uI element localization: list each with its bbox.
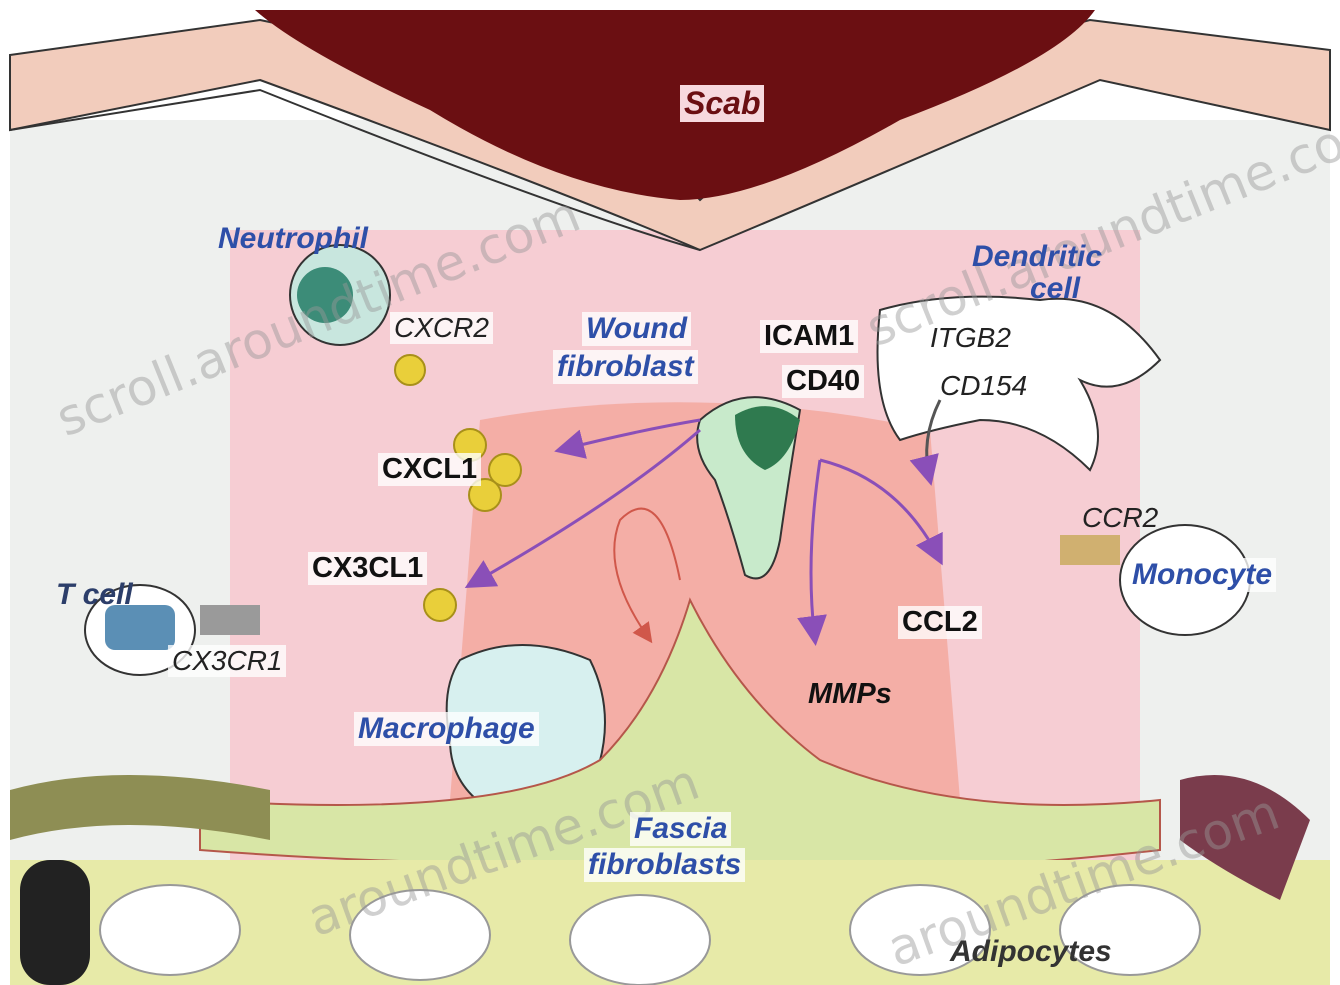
fascia-fibroblasts-label-line1: Fascia [630,812,731,846]
cx3cl1-label: CX3CL1 [308,552,427,585]
fascia-fibroblasts-label-line2: fibroblasts [584,848,745,882]
cd40-label: CD40 [782,365,864,398]
cx3cl1-chemokine [424,589,456,621]
dendritic-cell-label-line2: cell [1030,272,1080,306]
cx3cr1-receptor [200,605,260,635]
neutrophil-label: Neutrophil [218,222,368,256]
t-cell-label: T cell [56,578,133,612]
monocyte-label: Monocyte [1128,558,1276,592]
adipocyte-1 [100,885,240,975]
icam1-label: ICAM1 [760,320,858,353]
ccl2-label: CCL2 [898,606,982,639]
ccr2-label: CCR2 [1082,502,1158,534]
adipocytes-label: Adipocytes [950,935,1112,969]
cxcr2-chemokine [395,355,425,385]
scab-label: Scab [680,85,764,122]
mmps-label: MMPs [808,678,892,711]
left-vessel-lumen [20,860,90,985]
cxcl1-label: CXCL1 [378,453,481,486]
adipocyte-3 [570,895,710,985]
itgb2-label: ITGB2 [930,322,1011,354]
cxcr2-label: CXCR2 [390,312,493,344]
wound-fibroblast-label-line1: Wound [582,312,691,346]
cx3cr1-label: CX3CR1 [168,645,286,677]
dendritic-cell-label-line1: Dendritic [972,240,1102,274]
wound-fibroblast-label-line2: fibroblast [553,350,698,384]
macrophage-label: Macrophage [354,712,539,746]
ccr2-receptor [1060,535,1120,565]
cd154-label: CD154 [940,370,1027,402]
